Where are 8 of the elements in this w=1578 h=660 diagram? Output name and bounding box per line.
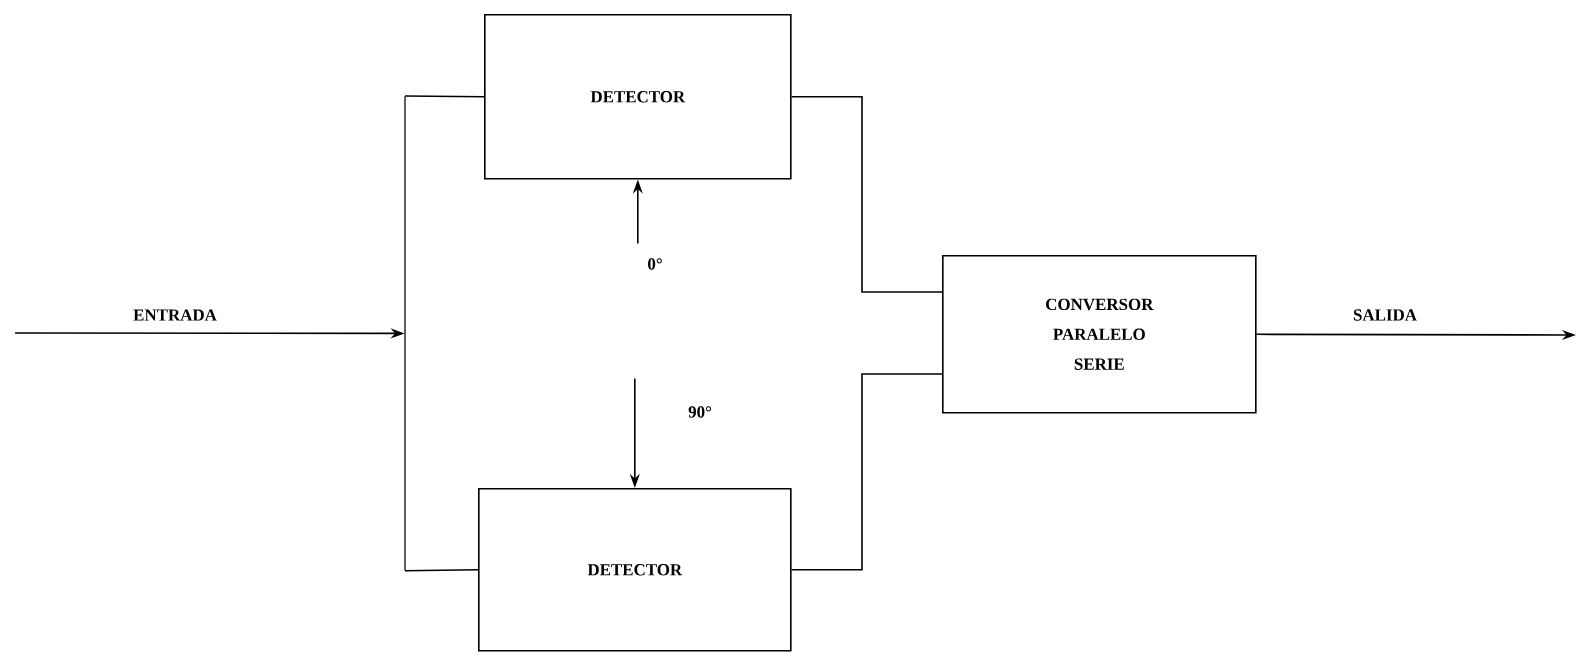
phase-label: 0° xyxy=(648,258,662,270)
phase-label: 90° xyxy=(688,406,712,418)
detector-box: DETECTOR xyxy=(478,488,792,652)
bus-line xyxy=(404,96,406,571)
edge-label: SALIDA xyxy=(1351,307,1419,323)
detector-box: DETECTOR xyxy=(484,14,792,180)
edge-label: ENTRADA xyxy=(131,307,219,323)
converter-box: CONVERSOR PARALELO SERIE xyxy=(942,255,1257,414)
